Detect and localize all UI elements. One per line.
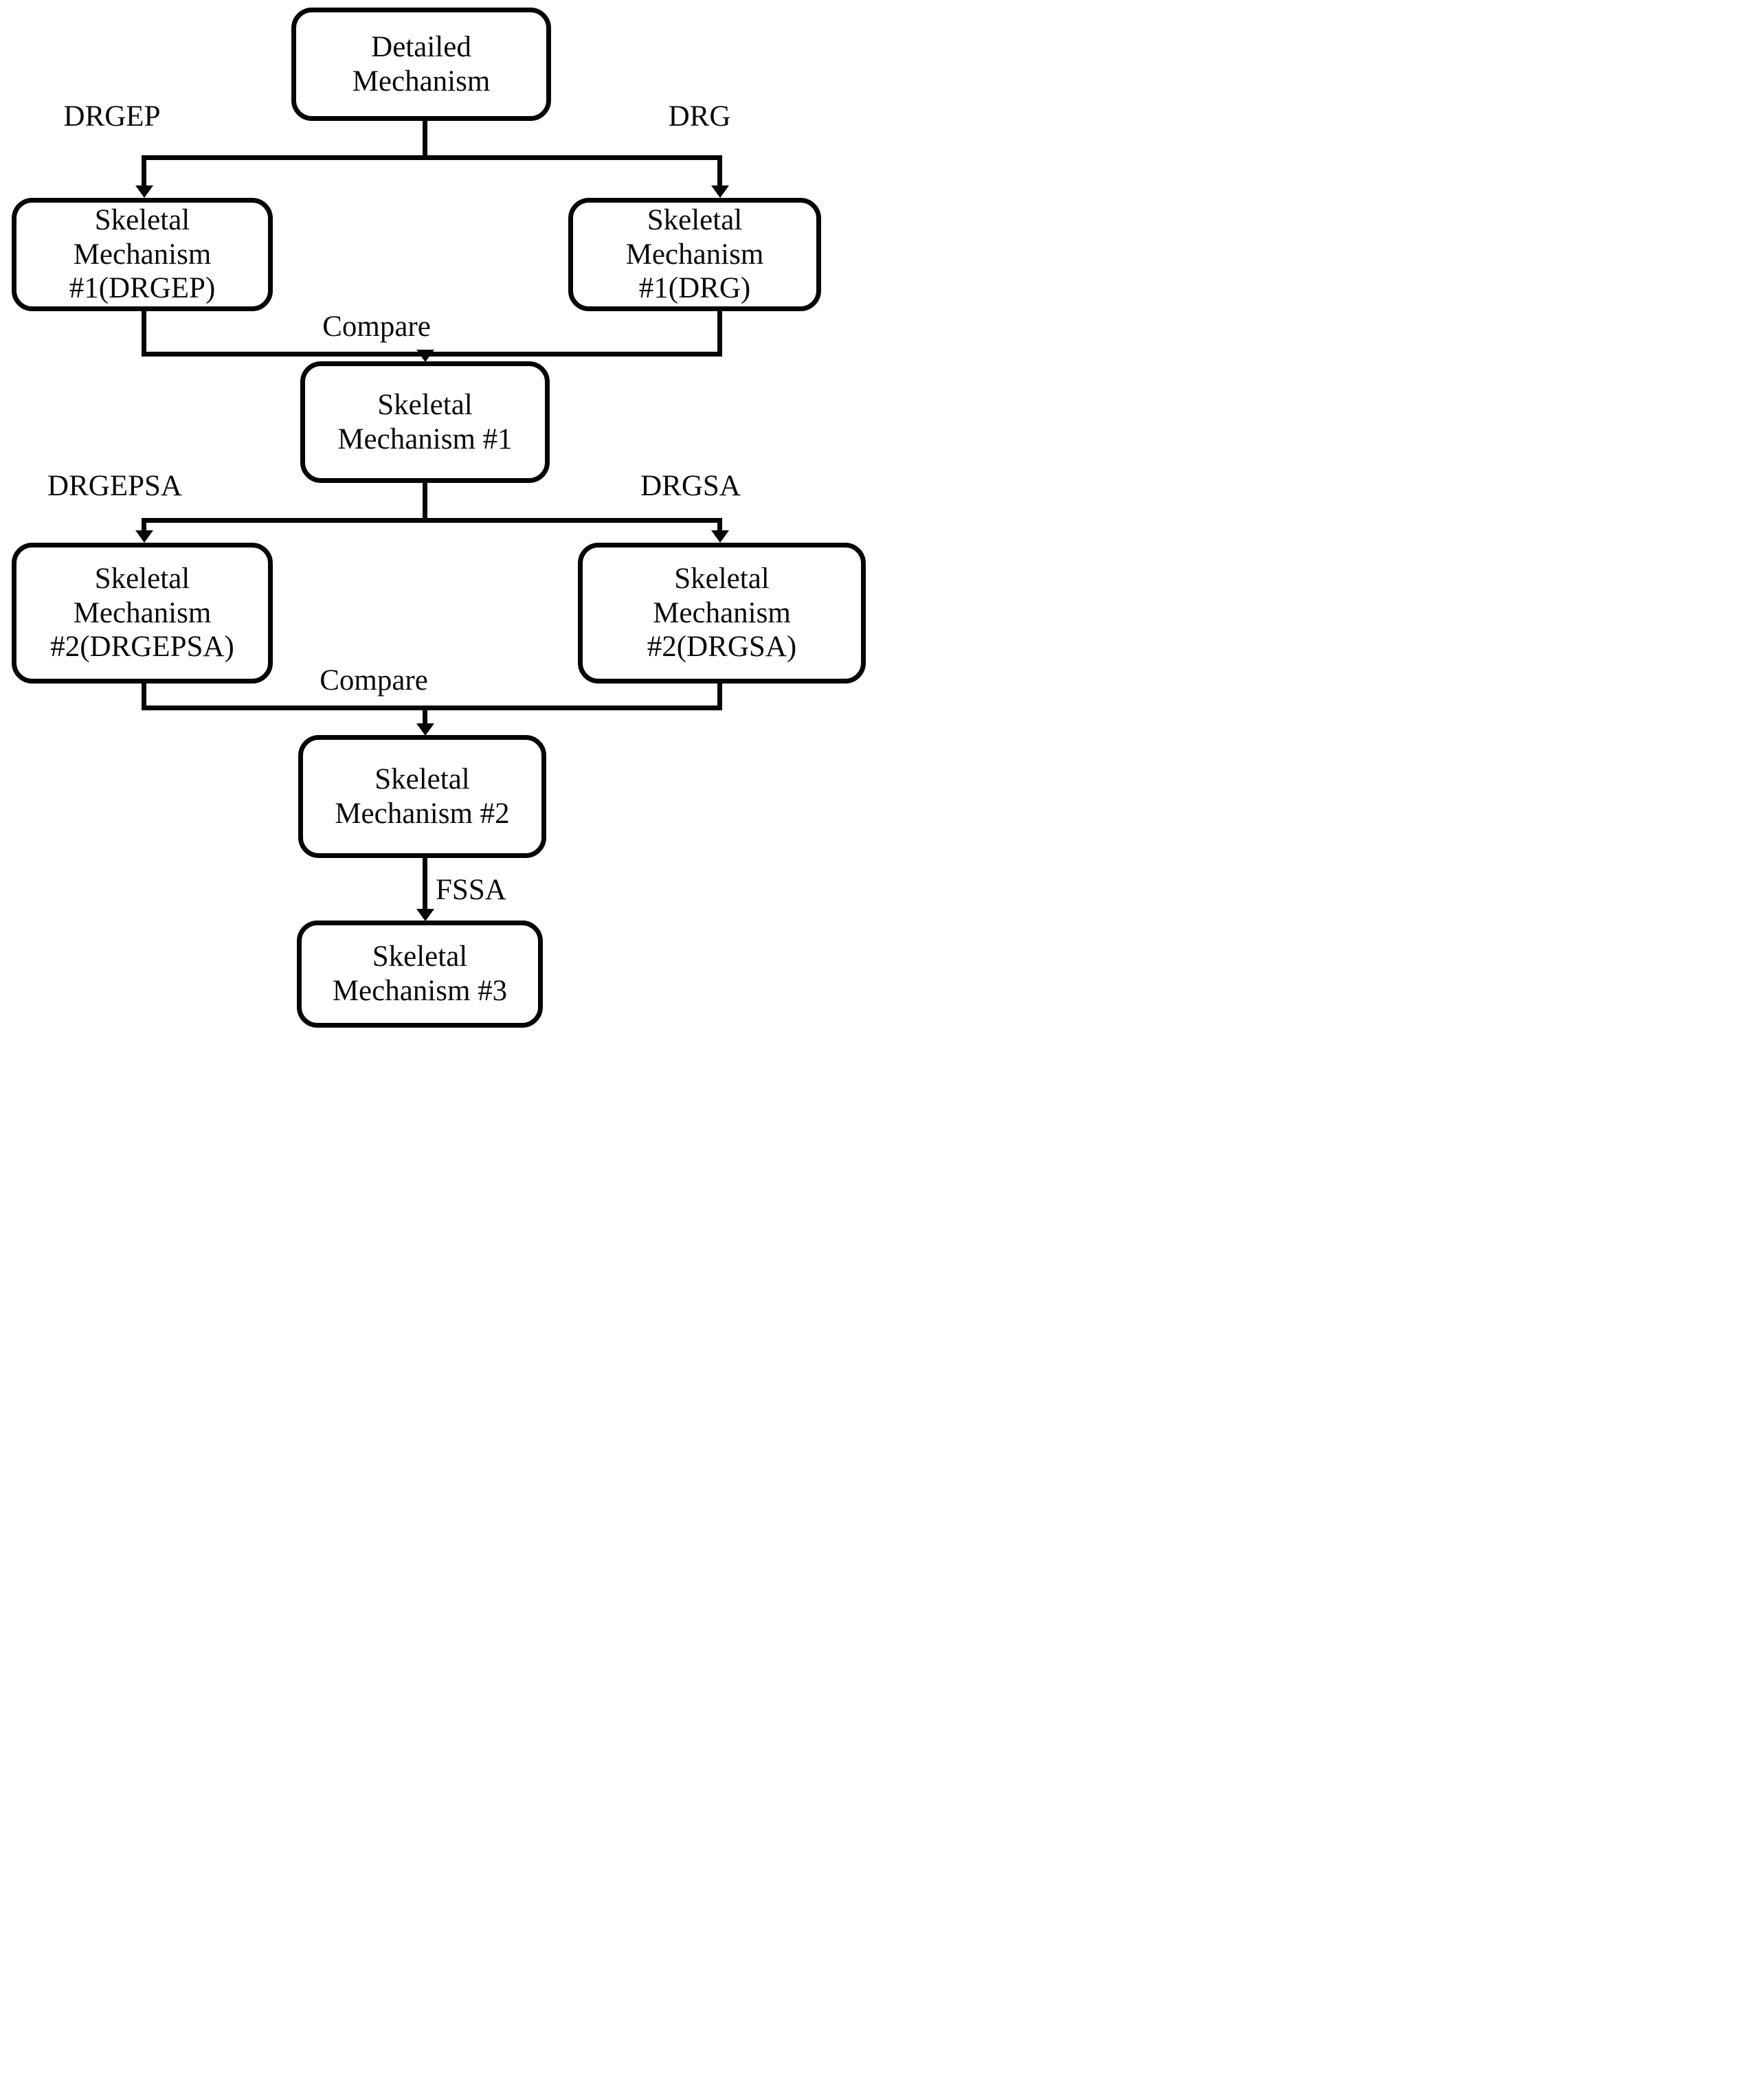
node-skeletal-mechanism-1: Skeletal Mechanism #1 (300, 361, 550, 483)
node-label-line: Skeletal (94, 203, 190, 236)
edge-label-compare-2: Compare (320, 664, 428, 697)
connector-merge2-to-skel2 (423, 705, 427, 725)
arrowhead-into-drg-box (711, 185, 729, 198)
node-detailed-mechanism: Detailed Mechanism (291, 8, 551, 121)
node-label-line: #2(DRGSA) (647, 631, 797, 664)
node-skeletal-mechanism-2: Skeletal Mechanism #2 (298, 735, 546, 858)
node-label-line: Skeletal (94, 562, 190, 595)
connector-detailed-to-split1 (423, 118, 427, 160)
connector-split1-to-drgep-box (142, 155, 146, 188)
node-label-line: Skeletal (374, 763, 470, 795)
connector-split1-to-drg-box (717, 155, 722, 188)
flowchart-figure: DRGEP DRG Compare DRGEPSA DRGSA Compare … (0, 0, 873, 1050)
node-label-line: Detailed (371, 30, 471, 63)
node-label-line: Mechanism (653, 596, 791, 629)
node-label-line: Mechanism (73, 238, 212, 271)
connector-drg-box-to-merge1 (717, 309, 722, 357)
connector-skel1-to-split2 (423, 480, 427, 523)
node-label-line: Mechanism #1 (337, 422, 513, 455)
node-label-line: Mechanism (73, 596, 212, 629)
connector-split1-horizontal (142, 155, 722, 160)
node-skeletal-mechanism-1-drg: Skeletal Mechanism #1(DRG) (568, 198, 821, 311)
node-skeletal-mechanism-3: Skeletal Mechanism #3 (297, 921, 543, 1028)
connector-drgep-box-to-merge1 (142, 309, 146, 357)
node-label-line: #2(DRGEPSA) (50, 631, 234, 664)
node-label-line: #1(DRG) (638, 272, 751, 305)
edge-label-drgepsa: DRGEPSA (47, 470, 182, 502)
node-label-line: Mechanism (352, 65, 491, 98)
node-skeletal-mechanism-2-drgepsa: Skeletal Mechanism #2(DRGEPSA) (12, 543, 273, 684)
node-label-line: #1(DRGEP) (69, 272, 216, 305)
node-label-line: Skeletal (377, 388, 473, 421)
node-skeletal-mechanism-1-drgep: Skeletal Mechanism #1(DRGEP) (12, 198, 273, 311)
arrowhead-into-drgsa-box (711, 530, 729, 543)
connector-drgsa-box-to-merge2 (717, 681, 722, 710)
node-label-line: Skeletal (647, 203, 743, 236)
edge-label-fssa: FSSA (436, 874, 506, 906)
node-label-line: Mechanism #2 (335, 797, 510, 830)
node-label-line: Mechanism #3 (332, 975, 508, 1007)
connector-split2-to-drgsa-box (717, 518, 722, 533)
arrowhead-into-skel2-box (416, 723, 434, 736)
connector-drgepsa-box-to-merge2 (142, 681, 146, 710)
arrowhead-into-drgep-box (135, 185, 153, 198)
connector-split2-horizontal (142, 518, 722, 523)
node-label-line: Mechanism (625, 238, 764, 271)
edge-label-drgsa: DRGSA (640, 470, 741, 502)
edge-label-compare-1: Compare (322, 311, 431, 343)
edge-label-drg: DRG (668, 100, 731, 133)
connector-split2-to-drgepsa-box (142, 518, 146, 533)
node-label-line: Skeletal (674, 562, 770, 595)
edge-label-drgep: DRGEP (63, 100, 161, 133)
arrowhead-into-drgepsa-box (135, 530, 153, 543)
connector-skel2-to-skel3 (423, 855, 427, 911)
node-label-line: Skeletal (372, 940, 468, 973)
connector-merge2-horizontal (142, 705, 722, 710)
arrowhead-into-skel3-box (416, 909, 434, 921)
arrowhead-into-skel1-box (416, 350, 434, 362)
node-skeletal-mechanism-2-drgsa: Skeletal Mechanism #2(DRGSA) (578, 543, 866, 684)
